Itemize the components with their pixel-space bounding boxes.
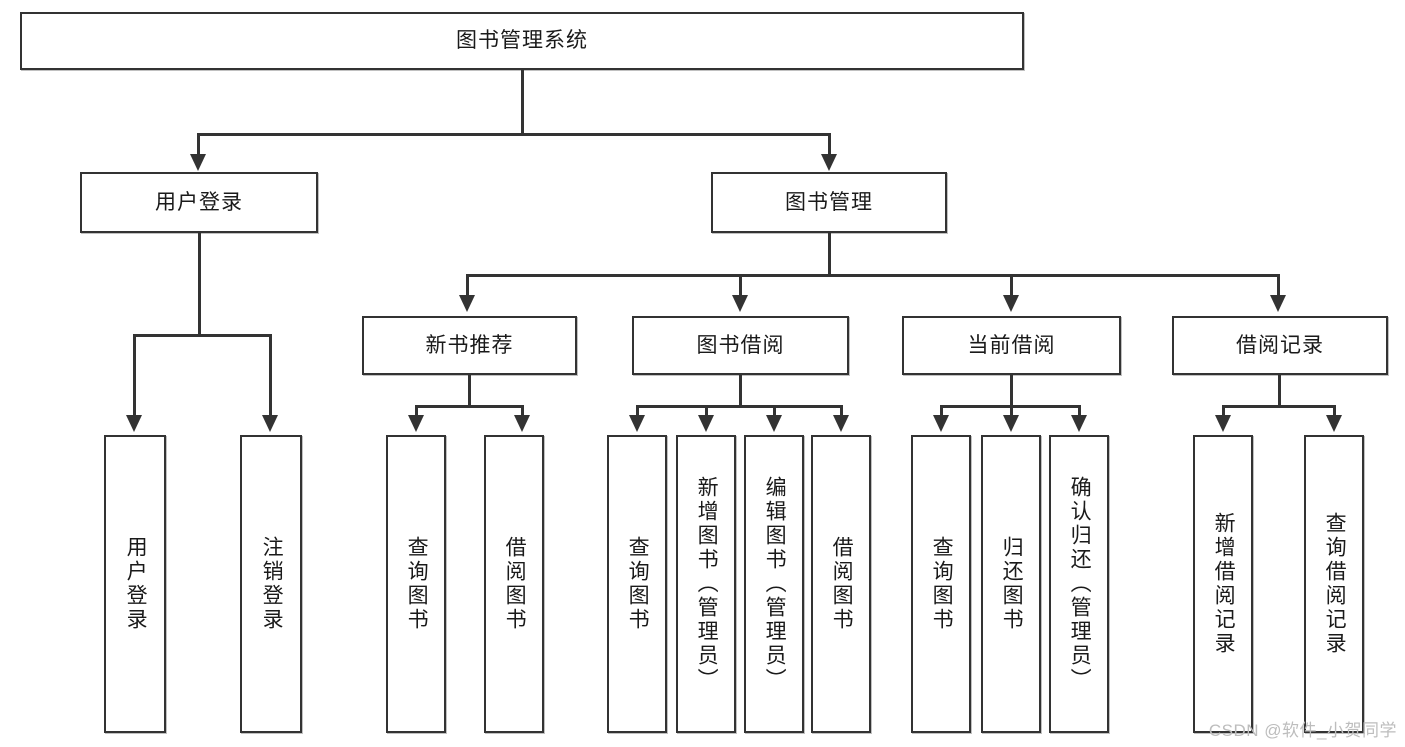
node-book-borrow[interactable]: 图书借阅 bbox=[632, 316, 849, 375]
node-new-book-recommend[interactable]: 新书推荐 bbox=[362, 316, 577, 375]
leaf-return-book[interactable]: 归还图书 bbox=[981, 435, 1041, 733]
edge-book-borrow-stem bbox=[739, 375, 742, 407]
arrow-root-to-book-management bbox=[821, 154, 837, 171]
node-label: 归还图书 bbox=[1000, 536, 1024, 632]
edge-borrow-record-to-leaf-0 bbox=[1222, 405, 1225, 418]
node-label: 查询图书 bbox=[405, 536, 429, 632]
edge-current-borrow-to-leaf-1 bbox=[1010, 405, 1013, 418]
leaf-borrow-book[interactable]: 借阅图书 bbox=[811, 435, 871, 733]
leaf-confirm-return-admin[interactable]: 确认归还（管理员） bbox=[1049, 435, 1109, 733]
node-label: 当前借阅 bbox=[967, 333, 1056, 357]
edge-borrow-record-to-leaf-1 bbox=[1333, 405, 1336, 418]
edge-book-borrow-to-leaf-3 bbox=[840, 405, 843, 418]
arrow-new-book-to-leaf-0 bbox=[408, 415, 424, 432]
arrow-bm-to-new-book bbox=[459, 295, 475, 312]
node-label: 新增图书（管理员） bbox=[695, 476, 719, 692]
arrow-book-borrow-to-leaf-3 bbox=[833, 415, 849, 432]
edge-bm-to-current-borrow bbox=[1010, 274, 1013, 298]
arrow-borrow-record-to-leaf-0 bbox=[1215, 415, 1231, 432]
arrow-borrow-record-to-leaf-1 bbox=[1326, 415, 1342, 432]
leaf-query-book-recommend[interactable]: 查询图书 bbox=[386, 435, 446, 733]
edge-root-stem bbox=[521, 70, 524, 135]
leaf-borrow-book-recommend[interactable]: 借阅图书 bbox=[484, 435, 544, 733]
arrow-user-login-to-leaf-1 bbox=[262, 415, 278, 432]
node-label: 新书推荐 bbox=[425, 333, 514, 357]
arrow-current-borrow-to-leaf-0 bbox=[933, 415, 949, 432]
edge-book-management-bus bbox=[466, 274, 1277, 277]
leaf-user-login[interactable]: 用户登录 bbox=[104, 435, 166, 733]
node-label: 图书管理系统 bbox=[456, 29, 588, 53]
node-label: 借阅图书 bbox=[503, 536, 527, 632]
edge-root-to-book-management bbox=[828, 133, 831, 157]
node-label: 注销登录 bbox=[260, 536, 284, 632]
leaf-logout-login[interactable]: 注销登录 bbox=[240, 435, 302, 733]
edge-root-to-user-login bbox=[197, 133, 200, 157]
edge-bm-to-borrow-record bbox=[1277, 274, 1280, 298]
node-label: 用户登录 bbox=[155, 190, 243, 214]
node-label: 查询图书 bbox=[626, 536, 650, 632]
arrow-book-borrow-to-leaf-1 bbox=[698, 415, 714, 432]
edge-new-book-bus bbox=[415, 405, 524, 408]
arrow-bm-to-borrow-record bbox=[1270, 295, 1286, 312]
arrow-book-borrow-to-leaf-0 bbox=[629, 415, 645, 432]
edge-book-borrow-to-leaf-0 bbox=[636, 405, 639, 418]
node-user-login[interactable]: 用户登录 bbox=[80, 172, 318, 233]
leaf-query-borrow-record[interactable]: 查询借阅记录 bbox=[1304, 435, 1364, 733]
edge-current-borrow-to-leaf-2 bbox=[1078, 405, 1081, 418]
node-root-book-management-system[interactable]: 图书管理系统 bbox=[20, 12, 1024, 70]
edge-user-login-to-leaf-1 bbox=[269, 334, 272, 418]
arrow-new-book-to-leaf-1 bbox=[514, 415, 530, 432]
arrow-current-borrow-to-leaf-2 bbox=[1071, 415, 1087, 432]
arrow-current-borrow-to-leaf-1 bbox=[1003, 415, 1019, 432]
edge-book-borrow-bus bbox=[636, 405, 843, 408]
node-label: 确认归还（管理员） bbox=[1068, 476, 1092, 692]
edge-new-book-stem bbox=[468, 375, 471, 407]
leaf-query-book-borrow[interactable]: 查询图书 bbox=[607, 435, 667, 733]
node-label: 图书借阅 bbox=[696, 333, 785, 357]
arrow-book-borrow-to-leaf-2 bbox=[766, 415, 782, 432]
edge-book-borrow-to-leaf-1 bbox=[705, 405, 708, 418]
edge-book-borrow-to-leaf-2 bbox=[773, 405, 776, 418]
edge-book-management-stem bbox=[828, 233, 831, 277]
edge-current-borrow-stem bbox=[1010, 375, 1013, 407]
arrow-root-to-user-login bbox=[190, 154, 206, 171]
node-label: 新增借阅记录 bbox=[1212, 512, 1236, 656]
node-book-management[interactable]: 图书管理 bbox=[711, 172, 947, 233]
node-label: 借阅图书 bbox=[830, 536, 854, 632]
edge-user-login-stem bbox=[198, 233, 201, 337]
leaf-add-borrow-record[interactable]: 新增借阅记录 bbox=[1193, 435, 1253, 733]
node-label: 图书管理 bbox=[785, 190, 873, 214]
edge-root-bus bbox=[197, 133, 831, 136]
edge-user-login-bus bbox=[133, 334, 272, 337]
node-label: 查询借阅记录 bbox=[1323, 512, 1347, 656]
edge-user-login-to-leaf-0 bbox=[133, 334, 136, 418]
arrow-bm-to-book-borrow bbox=[732, 295, 748, 312]
node-current-borrow[interactable]: 当前借阅 bbox=[902, 316, 1121, 375]
edge-new-book-to-leaf-0 bbox=[415, 405, 418, 418]
arrow-bm-to-current-borrow bbox=[1003, 295, 1019, 312]
edge-bm-to-book-borrow bbox=[739, 274, 742, 298]
node-label: 编辑图书（管理员） bbox=[763, 476, 787, 692]
node-label: 用户登录 bbox=[124, 536, 148, 632]
edge-borrow-record-bus bbox=[1222, 405, 1336, 408]
leaf-add-book-admin[interactable]: 新增图书（管理员） bbox=[676, 435, 736, 733]
edge-bm-to-new-book bbox=[466, 274, 469, 298]
node-label: 借阅记录 bbox=[1236, 333, 1324, 357]
leaf-edit-book-admin[interactable]: 编辑图书（管理员） bbox=[744, 435, 804, 733]
node-borrow-record[interactable]: 借阅记录 bbox=[1172, 316, 1388, 375]
edge-new-book-to-leaf-1 bbox=[521, 405, 524, 418]
edge-current-borrow-to-leaf-0 bbox=[940, 405, 943, 418]
arrow-user-login-to-leaf-0 bbox=[126, 415, 142, 432]
node-label: 查询图书 bbox=[930, 536, 954, 632]
leaf-query-book-current[interactable]: 查询图书 bbox=[911, 435, 971, 733]
edge-borrow-record-stem bbox=[1278, 375, 1281, 407]
